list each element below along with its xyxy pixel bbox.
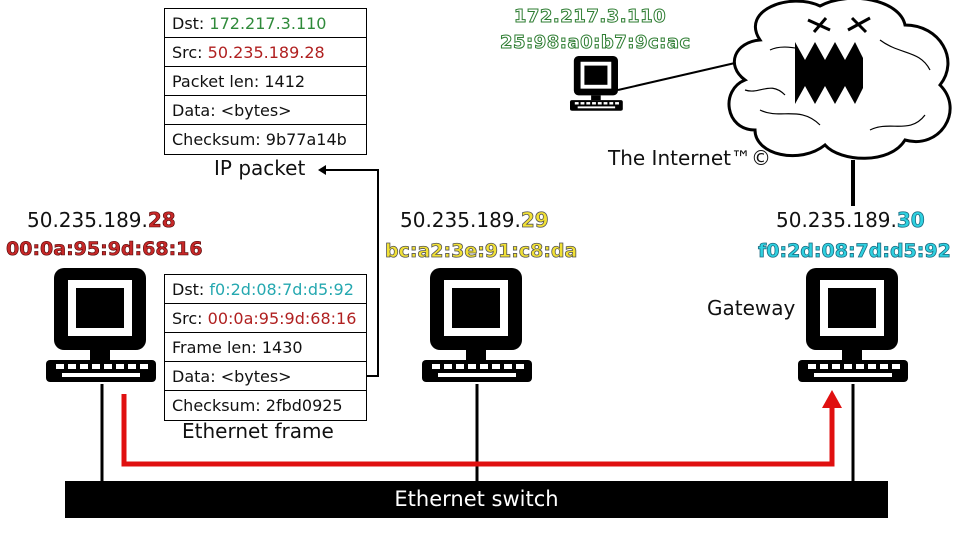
host2-ip: 50.235.189.29 [400, 208, 549, 233]
eth-row-dst: Dst: f0:2d:08:7d:d5:92 [165, 275, 366, 304]
encapsulation-arrow [326, 169, 379, 377]
computer-icon-host1 [46, 268, 156, 382]
eth-src-value: 00:0a:95:9d:68:16 [207, 309, 357, 328]
eth-row-data: Data: <bytes> [165, 362, 366, 391]
ip-data-value: <bytes> [220, 101, 292, 120]
host2-ip-prefix: 50.235.189. [400, 208, 521, 232]
ip-packet-caption: IP packet [214, 156, 306, 180]
eth-dst-key: Dst: [172, 280, 205, 299]
internet-label: The Internet™© [608, 146, 771, 170]
eth-checksum-value: 2fbd0925 [265, 396, 343, 415]
host2-mac: bc:a2:3e:91:c8:da [385, 240, 578, 263]
eth-len-key: Frame len: [172, 338, 257, 357]
ip-len-key: Packet len: [172, 72, 260, 91]
ip-checksum-key: Checksum: [172, 130, 261, 149]
ip-packet-row-src: Src: 50.235.189.28 [165, 38, 366, 67]
ethernet-frame-table: Dst: f0:2d:08:7d:d5:92 Src: 00:0a:95:9d:… [164, 274, 367, 421]
ip-packet-row-checksum: Checksum: 9b77a14b [165, 125, 366, 154]
host3-mac: f0:2d:08:7d:d5:92 [758, 240, 952, 263]
host1-ip: 50.235.189.28 [27, 208, 176, 233]
remote-host-link [617, 62, 736, 91]
host3-ip-prefix: 50.235.189. [776, 208, 897, 232]
host3-ip: 50.235.189.30 [776, 208, 925, 233]
eth-dst-value: f0:2d:08:7d:d5:92 [209, 280, 354, 299]
computer-icon-gateway [798, 268, 908, 382]
ethernet-switch: Ethernet switch [65, 481, 888, 518]
remote-host-mac: 25:98:a0:b7:9c:ac [500, 32, 691, 54]
remote-host-ip: 172.217.3.110 [513, 6, 667, 28]
ip-src-value: 50.235.189.28 [207, 43, 325, 62]
ip-packet-row-dst: Dst: 172.217.3.110 [165, 9, 366, 38]
host1-mac: 00:0a:95:9d:68:16 [6, 238, 203, 261]
encapsulation-arrowhead [318, 165, 326, 175]
ip-packet-row-len: Packet len: 1412 [165, 67, 366, 96]
computer-icon-remote-host [570, 56, 623, 111]
computer-icon-host2 [422, 268, 532, 382]
eth-data-value: <bytes> [220, 367, 292, 386]
host2-ip-suffix: 29 [520, 208, 549, 233]
ip-dst-key: Dst: [172, 14, 205, 33]
ethernet-frame-caption: Ethernet frame [182, 419, 334, 443]
ip-checksum-value: 9b77a14b [265, 130, 347, 149]
eth-row-len: Frame len: 1430 [165, 333, 366, 362]
eth-len-value: 1430 [261, 338, 303, 357]
ip-packet-row-data: Data: <bytes> [165, 96, 366, 125]
internet-monster-cloud-icon [727, 0, 952, 160]
frame-path-arrow [121, 394, 835, 467]
gateway-label: Gateway [707, 296, 796, 320]
eth-checksum-key: Checksum: [172, 396, 261, 415]
host1-ip-suffix: 28 [147, 208, 176, 233]
eth-data-key: Data: [172, 367, 216, 386]
ip-src-key: Src: [172, 43, 203, 62]
eth-row-checksum: Checksum: 2fbd0925 [165, 391, 366, 420]
host3-ip-suffix: 30 [896, 208, 925, 233]
frame-path-arrowhead [822, 390, 842, 408]
ip-packet-table: Dst: 172.217.3.110 Src: 50.235.189.28 Pa… [164, 8, 367, 155]
eth-row-src: Src: 00:0a:95:9d:68:16 [165, 304, 366, 333]
ip-data-key: Data: [172, 101, 216, 120]
host1-ip-prefix: 50.235.189. [27, 208, 148, 232]
ip-len-value: 1412 [264, 72, 306, 91]
ip-dst-value: 172.217.3.110 [209, 14, 327, 33]
eth-src-key: Src: [172, 309, 203, 328]
